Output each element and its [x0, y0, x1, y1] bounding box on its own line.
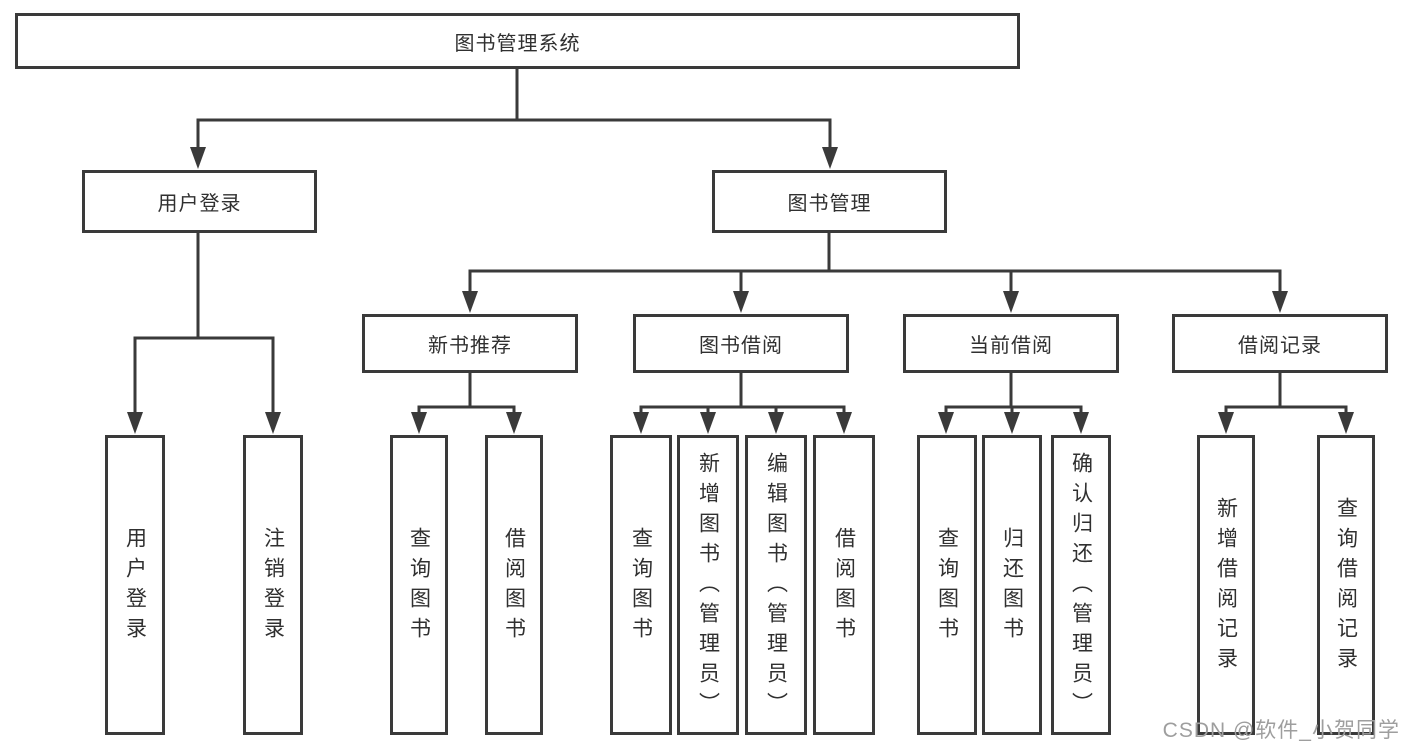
arrow-down-icon — [506, 412, 522, 434]
node-leaf-edit-books-admin: 编辑图书（管理员） — [745, 435, 807, 735]
arrow-down-icon — [1272, 291, 1288, 313]
node-current-borrowing: 当前借阅 — [903, 314, 1119, 373]
arrow-down-icon — [1218, 412, 1234, 434]
arrow-down-icon — [462, 291, 478, 313]
node-leaf-query-borrow-record: 查询借阅记录 — [1317, 435, 1375, 735]
node-leaf-borrow-books-recommend: 借阅图书 — [485, 435, 543, 735]
node-library-management-system: 图书管理系统 — [15, 13, 1020, 69]
arrow-down-icon — [700, 412, 716, 434]
arrowhead-icons — [127, 147, 1354, 434]
node-leaf-query-books-borrowing: 查询图书 — [610, 435, 672, 735]
node-leaf-query-books-current: 查询图书 — [917, 435, 977, 735]
arrow-down-icon — [1004, 412, 1020, 434]
node-leaf-borrow-books: 借阅图书 — [813, 435, 875, 735]
arrow-down-icon — [822, 147, 838, 169]
node-leaf-user-login: 用户登录 — [105, 435, 165, 735]
node-leaf-return-books: 归还图书 — [982, 435, 1042, 735]
node-book-management: 图书管理 — [712, 170, 947, 233]
node-user-login: 用户登录 — [82, 170, 317, 233]
node-leaf-confirm-return-admin: 确认归还（管理员） — [1051, 435, 1111, 735]
arrow-down-icon — [190, 147, 206, 169]
arrow-down-icon — [733, 291, 749, 313]
node-leaf-add-books-admin: 新增图书（管理员） — [677, 435, 739, 735]
node-leaf-logout: 注销登录 — [243, 435, 303, 735]
node-leaf-add-borrow-record: 新增借阅记录 — [1197, 435, 1255, 735]
arrow-down-icon — [411, 412, 427, 434]
arrow-down-icon — [836, 412, 852, 434]
node-new-book-recommend: 新书推荐 — [362, 314, 578, 373]
node-book-borrowing: 图书借阅 — [633, 314, 849, 373]
arrow-down-icon — [265, 412, 281, 434]
arrow-down-icon — [768, 412, 784, 434]
arrow-down-icon — [633, 412, 649, 434]
arrow-down-icon — [938, 412, 954, 434]
watermark: CSDN @软件_小贺同学 — [1162, 719, 1400, 742]
node-leaf-query-books-recommend: 查询图书 — [390, 435, 448, 735]
arrow-down-icon — [127, 412, 143, 434]
node-borrow-records: 借阅记录 — [1172, 314, 1388, 373]
arrow-down-icon — [1003, 291, 1019, 313]
arrow-down-icon — [1073, 412, 1089, 434]
arrow-down-icon — [1338, 412, 1354, 434]
